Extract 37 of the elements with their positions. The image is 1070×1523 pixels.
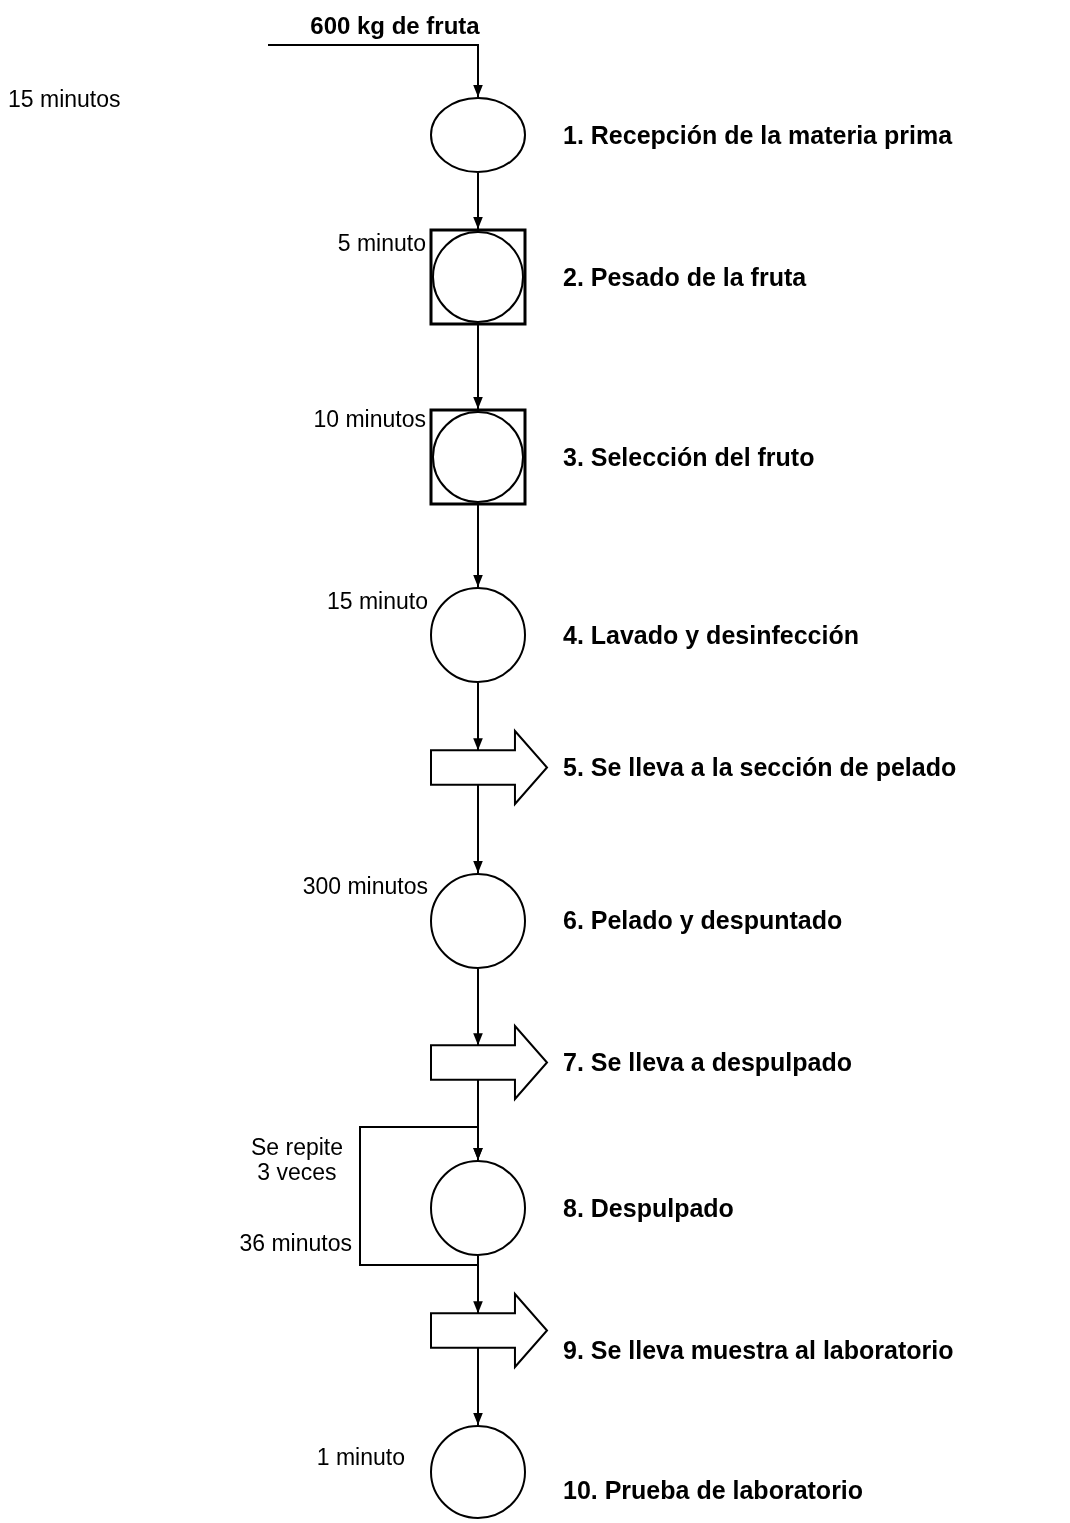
- inspection-operation-symbol: [430, 409, 526, 505]
- step-label: 9. Se lleva muestra al laboratorio: [563, 1335, 954, 1365]
- duration-note: 15 minuto: [327, 589, 428, 615]
- arrow: [473, 172, 483, 230]
- step-label: 1. Recepción de la materia prima: [563, 120, 953, 150]
- arrow: [473, 504, 483, 588]
- operation-circle: [430, 873, 526, 969]
- transport-symbol: [430, 730, 548, 805]
- inspection-operation-symbol: [430, 229, 526, 325]
- arrow: [473, 324, 483, 410]
- step-label: 8. Despulpado: [563, 1193, 734, 1223]
- duration-note: Se repite 3 veces: [249, 1134, 345, 1186]
- step-label: 3. Selección del fruto: [563, 442, 815, 472]
- duration-note: 1 minuto: [316, 1445, 405, 1471]
- duration-note: 36 minutos: [239, 1231, 352, 1257]
- duration-note: 10 minutos: [313, 407, 426, 433]
- transport-symbol: [430, 1025, 548, 1100]
- step-label: 4. Lavado y desinfección: [563, 620, 859, 650]
- transport-symbol: [430, 1293, 548, 1368]
- step-label: 5. Se lleva a la sección de pelado: [563, 752, 957, 782]
- arrow: [267, 44, 483, 98]
- step-label: 7. Se lleva a despulpado: [563, 1047, 852, 1077]
- operation-circle: [430, 1425, 526, 1519]
- arrow: [473, 783, 483, 874]
- step-label: 2. Pesado de la fruta: [563, 262, 807, 292]
- operation-circle: [430, 1160, 526, 1256]
- duration-note: 300 minutos: [302, 874, 428, 900]
- arrow: [473, 682, 483, 752]
- operation-circle: [430, 97, 526, 173]
- arrow: [359, 1126, 483, 1266]
- arrow: [473, 1346, 483, 1426]
- operation-circle: [430, 587, 526, 683]
- duration-note: 5 minuto: [337, 231, 426, 257]
- duration-note: 15 minutos: [8, 87, 121, 113]
- step-label: 10. Prueba de laboratorio: [563, 1475, 864, 1505]
- step-label: 6. Pelado y despuntado: [563, 905, 843, 935]
- arrow: [473, 968, 483, 1047]
